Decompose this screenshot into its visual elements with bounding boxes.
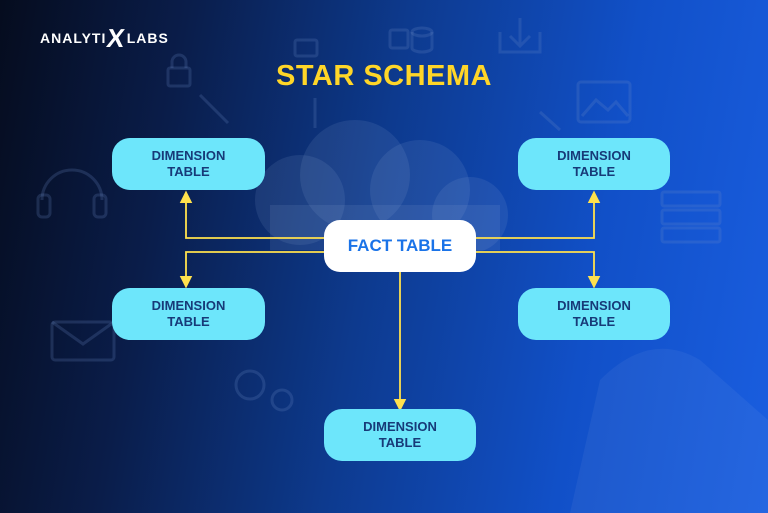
- gear-icon: [234, 369, 294, 412]
- mail-icon: [50, 320, 116, 362]
- lock-icon: [166, 53, 192, 88]
- connector-fact-to-mid-right: [476, 251, 601, 289]
- connector-fact-to-mid-left: [179, 251, 324, 289]
- database-icon: [293, 26, 434, 58]
- image-icon: [576, 80, 632, 124]
- download-icon: [498, 18, 542, 54]
- connector-fact-to-top-left: [179, 190, 324, 239]
- connector-fact-to-top-right: [476, 190, 601, 239]
- server-icon: [660, 190, 722, 244]
- fact-table: FACT TABLE: [324, 220, 476, 272]
- diagram-title: STAR SCHEMA: [275, 60, 493, 92]
- analytixlabs-logo: ANALYTI X LABS: [40, 23, 169, 53]
- headphones-icon: [36, 168, 108, 219]
